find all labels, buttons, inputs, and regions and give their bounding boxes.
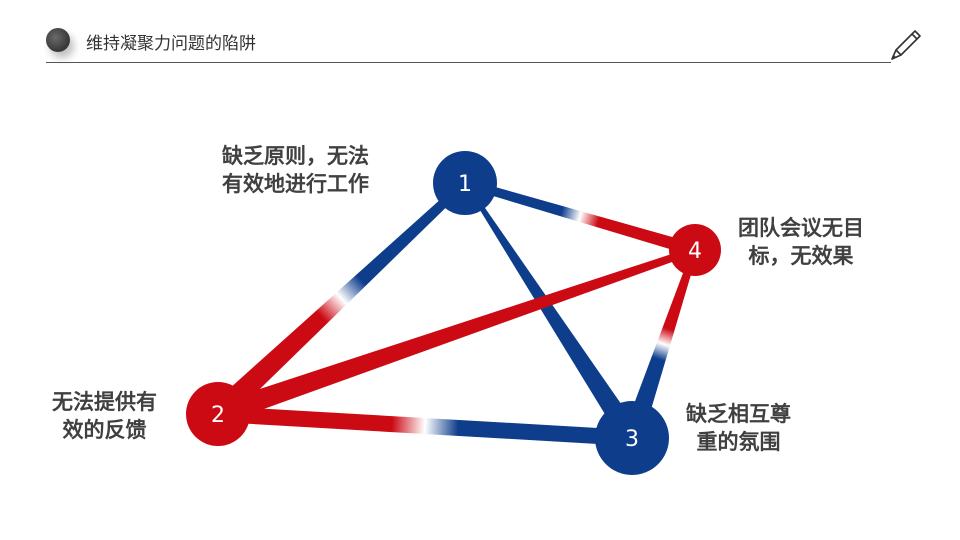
connector-1-2 xyxy=(210,180,468,422)
caption-node-1-line1: 缺乏原则，无法 xyxy=(222,144,369,168)
node-2-label: 2 xyxy=(211,403,225,428)
connector-1-3 xyxy=(464,182,642,442)
caption-node-3-line1: 缺乏相互尊 xyxy=(686,402,791,426)
caption-node-1: 缺乏原则，无法 有效地进行工作 xyxy=(222,142,369,198)
connector-2-3 xyxy=(218,406,632,446)
header-divider xyxy=(46,62,891,63)
node-4-label: 4 xyxy=(688,239,702,264)
connector-1-4 xyxy=(463,179,697,256)
node-3: 3 xyxy=(595,401,669,475)
connector-3-4 xyxy=(622,249,698,440)
caption-node-2-line2: 效的反馈 xyxy=(62,418,147,442)
caption-node-2: 无法提供有 效的反馈 xyxy=(52,388,157,444)
node-2: 2 xyxy=(186,382,250,446)
page-title: 维持凝聚力问题的陷阱 xyxy=(86,34,256,54)
node-1: 1 xyxy=(433,151,497,215)
caption-node-2-line1: 无法提供有 xyxy=(52,390,157,414)
caption-node-4-line1: 团队会议无目 xyxy=(738,216,864,240)
node-1-label: 1 xyxy=(458,172,472,197)
caption-node-1-line2: 有效地进行工作 xyxy=(222,172,369,196)
header-dot xyxy=(46,28,70,52)
node-4: 4 xyxy=(669,224,721,276)
caption-node-3: 缺乏相互尊 重的氛围 xyxy=(686,400,791,456)
caption-node-4: 团队会议无目 标，无效果 xyxy=(738,214,864,270)
pen-icon xyxy=(891,30,921,60)
node-3-label: 3 xyxy=(625,427,639,452)
caption-node-4-line2: 标，无效果 xyxy=(748,244,854,268)
connector-2-4 xyxy=(214,247,697,424)
caption-node-3-line2: 重的氛围 xyxy=(696,430,781,454)
